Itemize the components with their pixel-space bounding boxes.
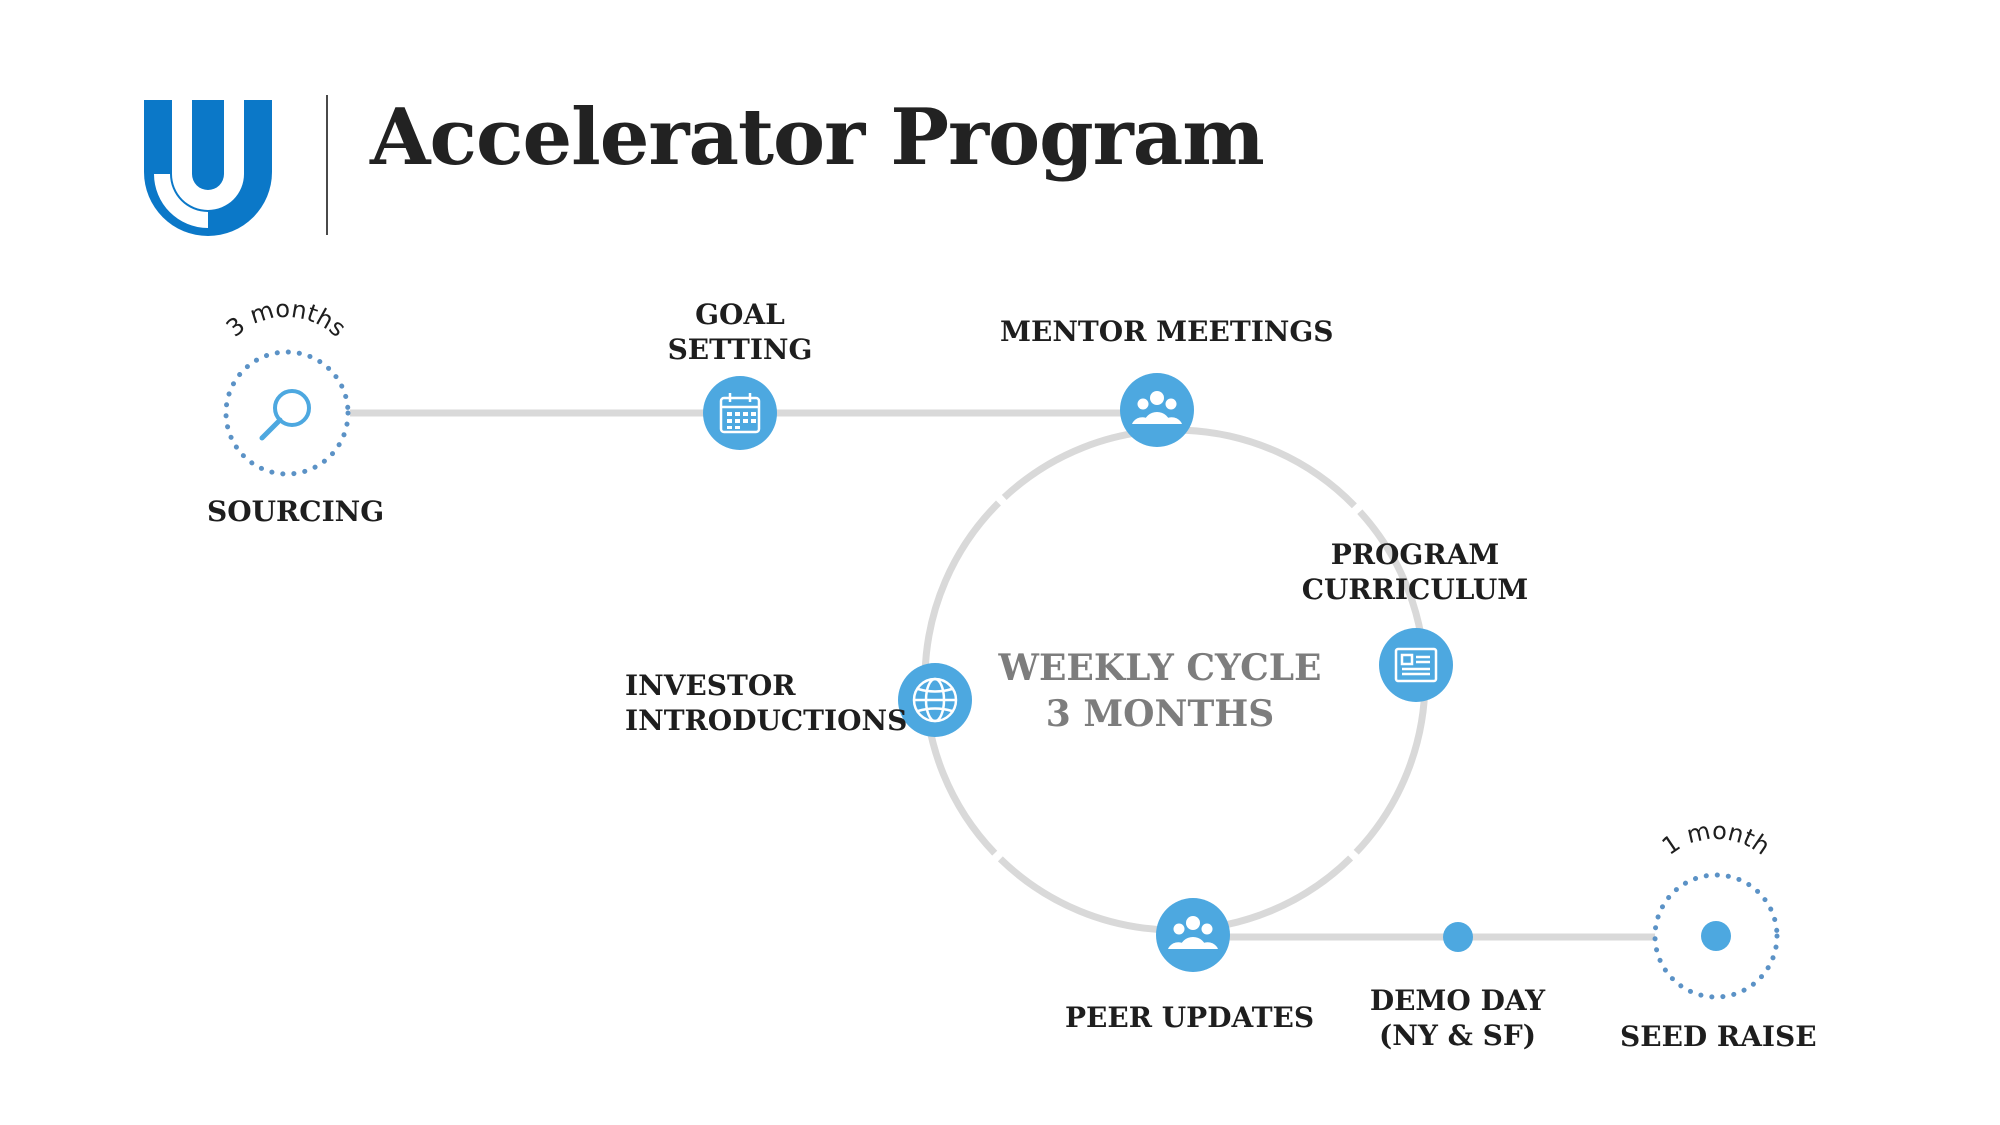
demo-day-node — [1443, 922, 1473, 952]
program-curriculum-line2: CURRICULUM — [1301, 573, 1529, 606]
program-curriculum-line1: PROGRAM — [1330, 538, 1500, 571]
seed-raise-label: SEED RAISE — [1620, 1020, 1817, 1053]
weekly-cycle-label: WEEKLY CYCLE 3 MONTHS — [980, 645, 1340, 737]
peer-updates-label: PEER UPDATES — [1065, 1001, 1315, 1034]
mentor-meetings-node — [1120, 373, 1194, 447]
investor-introductions-label: INVESTOR INTRODUCTIONS — [625, 668, 908, 738]
people-icon — [1132, 391, 1182, 424]
goal-setting-line1: GOAL — [695, 298, 785, 331]
demo-day-line1: DEMO DAY — [1369, 984, 1546, 1017]
goal-setting-line2: SETTING — [667, 333, 813, 366]
calendar-icon — [719, 393, 761, 434]
goal-setting-node — [703, 376, 777, 450]
seed-raise-duration-label: 1 month — [1657, 817, 1775, 861]
investor-introductions-node — [898, 663, 972, 737]
program-curriculum-node — [1379, 628, 1453, 702]
investor-introductions-line1: INVESTOR — [625, 669, 796, 702]
document-icon — [1394, 647, 1438, 683]
globe-icon — [912, 677, 958, 723]
seed-raise-node — [1652, 872, 1780, 1000]
page-title: Accelerator Program — [370, 92, 1265, 183]
weekly-cycle-line2: 3 MONTHS — [1045, 693, 1275, 735]
sourcing-duration-label: 3 months — [221, 295, 352, 343]
weekly-cycle-line1: WEEKLY CYCLE — [998, 647, 1322, 689]
peer-updates-node — [1156, 898, 1230, 972]
company-logo — [144, 100, 272, 236]
sourcing-node — [223, 349, 351, 477]
magnifier-icon — [259, 389, 311, 441]
demo-day-line2: (NY & SF) — [1379, 1019, 1536, 1052]
mentor-meetings-label: MENTOR MEETINGS — [1000, 315, 1334, 348]
sourcing-label: SOURCING — [207, 495, 385, 528]
demo-day-label: DEMO DAY (NY & SF) — [1360, 983, 1555, 1053]
goal-setting-label: GOAL SETTING — [640, 297, 840, 367]
investor-introductions-line2: INTRODUCTIONS — [625, 704, 908, 737]
program-curriculum-label: PROGRAM CURRICULUM — [1300, 537, 1530, 607]
header-divider — [326, 95, 328, 235]
people-icon — [1168, 916, 1218, 949]
